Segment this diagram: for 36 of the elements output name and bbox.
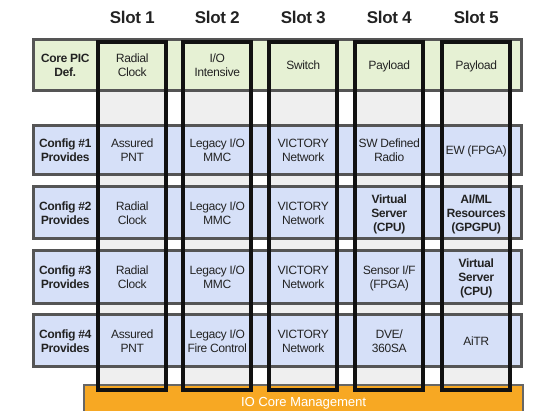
- row-heading: Config #2 Provides: [38, 198, 92, 226]
- capability-label: AI/ML Resources (GPGPU): [446, 192, 506, 234]
- band-title: IO Core Management: [240, 395, 367, 409]
- capability-label: VICTORY Network: [276, 326, 330, 354]
- capability-label: Legacy I/O Fire Control: [186, 326, 248, 354]
- capability-label: Legacy I/O MMC: [188, 263, 246, 291]
- capability-label: Assured PNT: [110, 326, 154, 354]
- capability-label: Radial Clock: [114, 263, 150, 291]
- capability-label: Radial Clock: [114, 198, 150, 226]
- capability-label: SW Defined Radio: [358, 136, 420, 164]
- column-heading: Slot 5: [454, 11, 498, 25]
- column-heading: Slot 3: [280, 11, 326, 25]
- row-heading: Config #1 Provides: [38, 136, 92, 164]
- capability-label: Switch: [286, 58, 320, 72]
- capability-label: Legacy I/O MMC: [188, 136, 246, 164]
- row-heading: Core PIC Def.: [40, 51, 90, 79]
- column-heading: Slot 2: [194, 11, 240, 25]
- capability-label: I/O Intensive: [193, 51, 241, 79]
- capability-label: Legacy I/O MMC: [188, 198, 246, 226]
- capability-label: Assured PNT: [110, 136, 154, 164]
- capability-label: VICTORY Network: [276, 263, 330, 291]
- capability-label: AiTR: [463, 334, 489, 348]
- capability-label: Sensor I/F (FPGA): [362, 263, 416, 291]
- capability-label: Radial Clock: [114, 51, 150, 79]
- capability-label: VICTORY Network: [276, 136, 330, 164]
- capability-label: Payload: [368, 58, 410, 72]
- capability-label: Virtual Server (CPU): [457, 256, 495, 298]
- capability-label: VICTORY Network: [276, 198, 330, 226]
- capability-label: DVE/ 360SA: [370, 326, 408, 354]
- row-heading: Config #3 Provides: [38, 263, 92, 291]
- capability-label: Payload: [455, 58, 497, 72]
- capability-label: Virtual Server (CPU): [370, 192, 408, 234]
- column-heading: Slot 1: [110, 11, 154, 25]
- row-heading: Config #4 Provides: [38, 326, 92, 354]
- capability-label: EW (FPGA): [446, 143, 506, 157]
- column-heading: Slot 4: [366, 11, 412, 25]
